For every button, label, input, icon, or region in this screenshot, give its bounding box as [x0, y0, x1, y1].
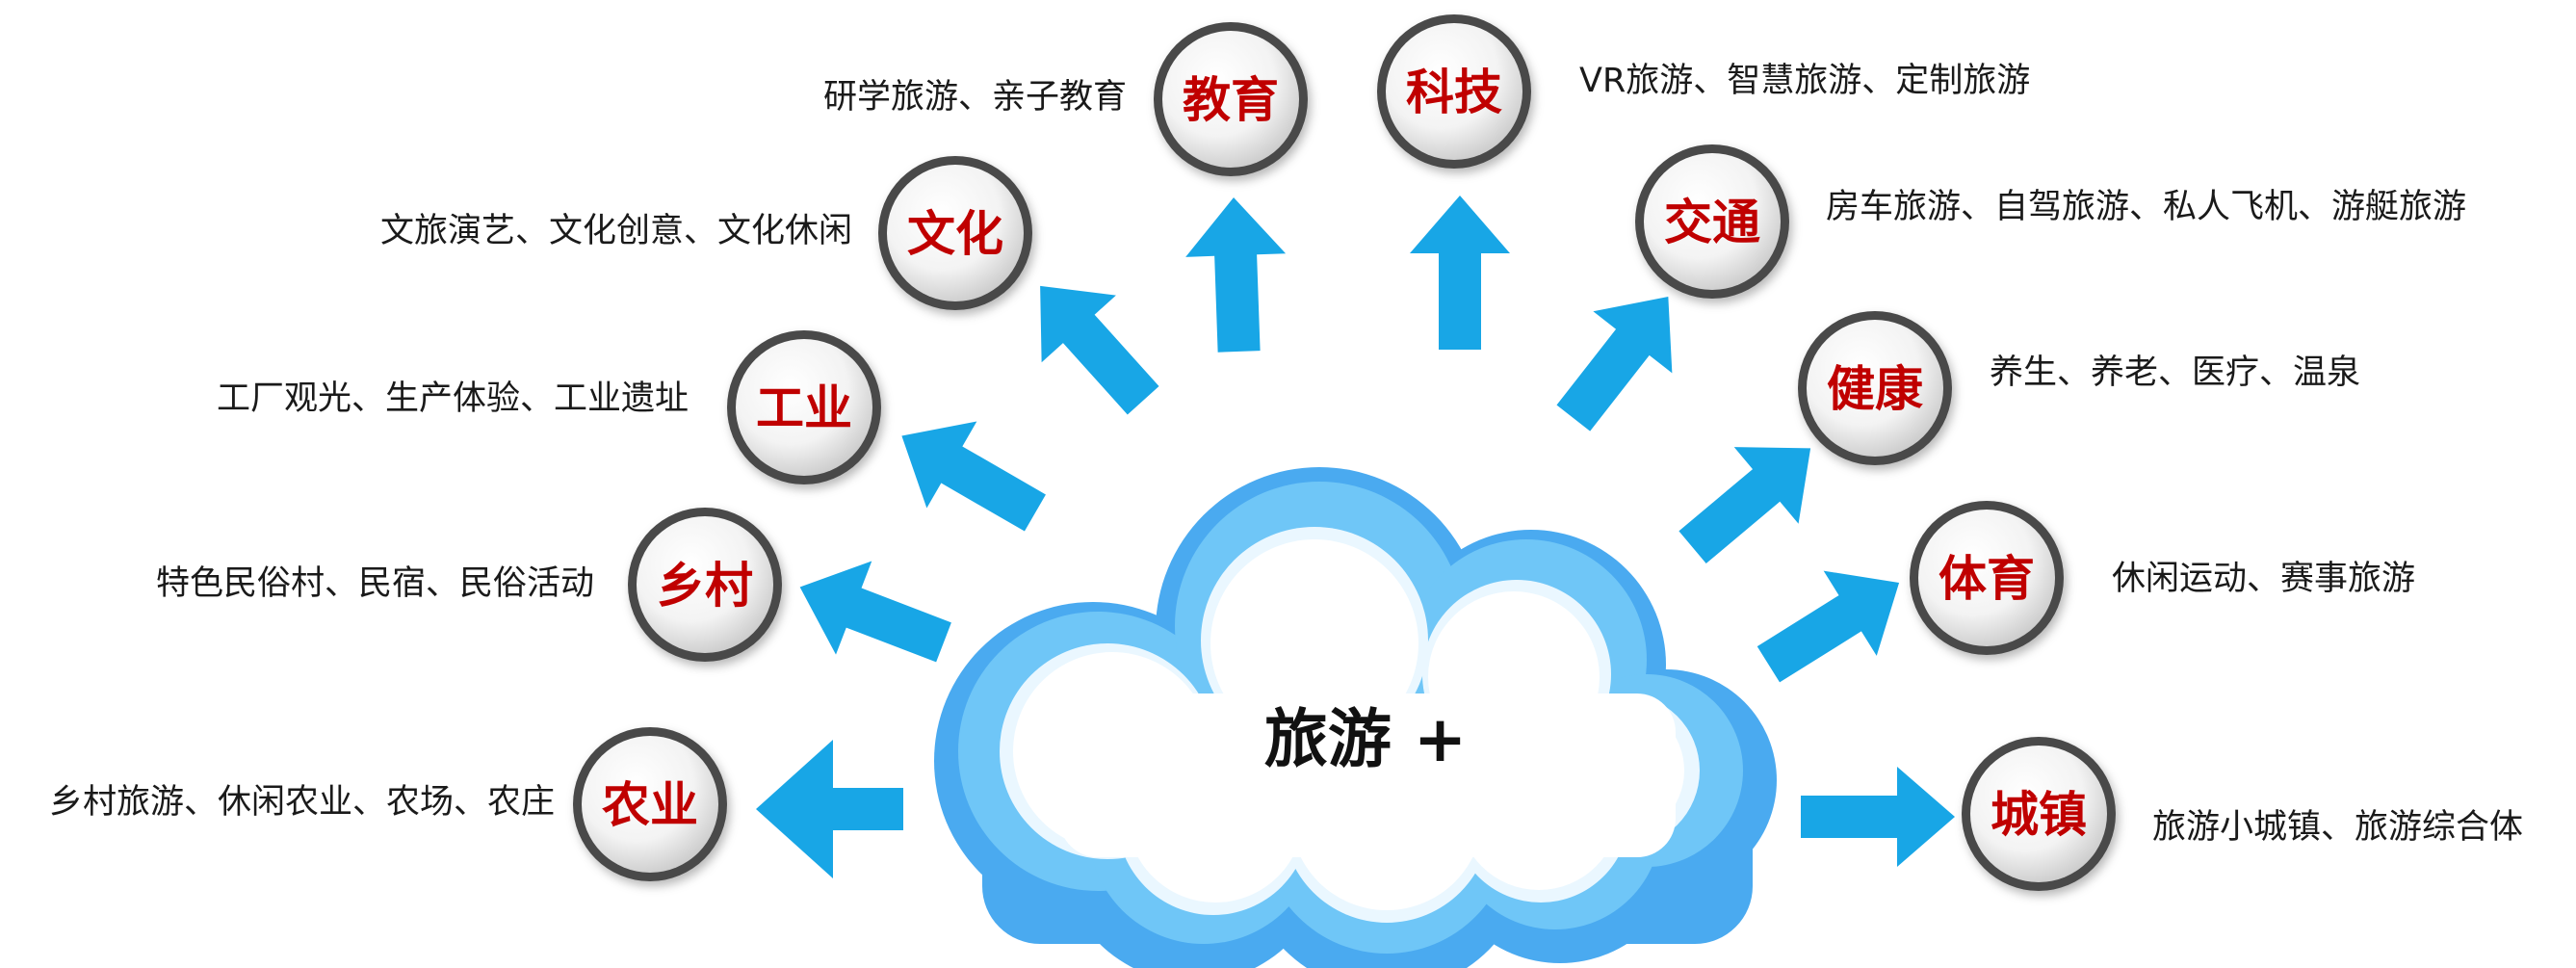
arrow-keji: [1410, 196, 1510, 350]
node-desc: 乡村旅游、休闲农业、农场、农庄: [49, 783, 555, 822]
node-desc: 文旅演艺、文化创意、文化休闲: [380, 212, 852, 250]
node-title: 城镇: [1991, 787, 2087, 843]
node-tiyu: 体育 休闲运动、赛事旅游: [1910, 501, 2415, 655]
node-desc: 研学旅游、亲子教育: [823, 78, 1127, 117]
node-desc: 休闲运动、赛事旅游: [2112, 560, 2415, 598]
node-keji: 科技 VR旅游、智慧旅游、定制旅游: [1377, 14, 2030, 169]
center-cloud: 旅游 +: [934, 467, 1777, 968]
node-jiaotong: 交通 房车旅游、自驾旅游、私人飞机、游艇旅游: [1635, 144, 2466, 299]
node-desc: 工厂观光、生产体验、工业遗址: [217, 379, 689, 418]
node-desc: 特色民俗村、民宿、民俗活动: [156, 564, 594, 603]
node-title: 文化: [907, 206, 1003, 262]
arrow-xiangcun: [799, 561, 951, 663]
node-title: 交通: [1664, 195, 1760, 250]
node-title: 体育: [1939, 551, 2035, 607]
node-wenhua: 文化 文旅演艺、文化创意、文化休闲: [380, 156, 1032, 310]
arrow-chengzhen: [1801, 767, 1955, 867]
arrows-group: [756, 196, 1955, 878]
arrow-jiaotong: [1556, 297, 1673, 432]
node-desc: 旅游小城镇、旅游综合体: [2152, 808, 2523, 847]
node-title: 科技: [1406, 65, 1502, 120]
node-gongye: 工业 工厂观光、生产体验、工业遗址: [217, 330, 881, 484]
nodes-group: 农业 乡村旅游、休闲农业、农场、农庄 乡村 特色民俗村、民宿、民俗活动 工业 工…: [49, 14, 2523, 891]
node-desc: 养生、养老、医疗、温泉: [1990, 353, 2360, 392]
node-desc: 房车旅游、自驾旅游、私人飞机、游艇旅游: [1826, 188, 2466, 226]
node-nongye: 农业 乡村旅游、休闲农业、农场、农庄: [49, 727, 727, 881]
node-jiaoyu: 教育 研学旅游、亲子教育: [823, 22, 1308, 176]
arrow-wenhua: [1040, 285, 1159, 415]
arrow-jiaoyu: [1185, 197, 1287, 353]
node-title: 农业: [602, 777, 698, 833]
node-jiankang: 健康 养生、养老、医疗、温泉: [1798, 311, 2360, 465]
arrow-jiankang: [1678, 447, 1811, 564]
center-label: 旅游 +: [1264, 702, 1467, 776]
node-chengzhen: 城镇 旅游小城镇、旅游综合体: [1962, 737, 2523, 891]
node-title: 教育: [1183, 72, 1279, 128]
node-desc: VR旅游、智慧旅游、定制旅游: [1579, 62, 2030, 100]
arrow-gongye: [901, 421, 1046, 532]
node-title: 健康: [1827, 361, 1923, 417]
node-title: 乡村: [657, 558, 753, 614]
node-title: 工业: [756, 380, 852, 436]
arrow-nongye: [756, 740, 903, 878]
node-xiangcun: 乡村 特色民俗村、民宿、民俗活动: [156, 508, 782, 662]
arrow-tiyu: [1756, 570, 1900, 683]
